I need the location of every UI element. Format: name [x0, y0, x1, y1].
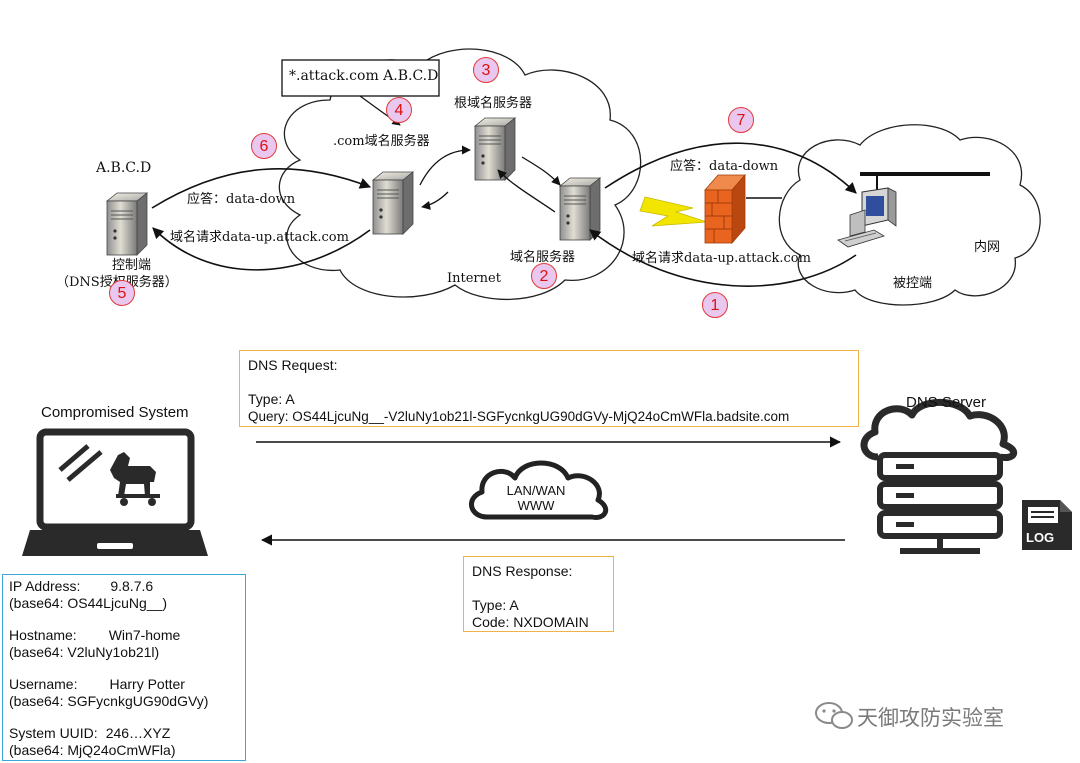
step-2-marker: 2	[531, 263, 557, 289]
dns-response-type: Type: A	[472, 597, 519, 613]
uuid-label: System UUID:	[9, 725, 98, 741]
dns-request-query: Query: OS44LjcuNg__-V2luNy1ob21l-SGFycnk…	[248, 409, 790, 424]
dns-server-icon	[559, 177, 601, 241]
dns-response-title: DNS Response:	[472, 563, 573, 579]
step-6-marker: 6	[251, 133, 277, 159]
step-4-marker: 4	[386, 97, 412, 123]
controller-server-icon	[106, 192, 148, 256]
lan-cloud-icon	[469, 460, 609, 520]
wechat-icon	[815, 702, 853, 729]
left-request-label: 域名请求data-up.attack.com	[170, 230, 349, 245]
watermark-text: 天御攻防实验室	[857, 706, 1004, 730]
system-info-box: IP Address: 9.8.7.6 (base64: OS44LjcuNg__…	[2, 574, 246, 761]
trojan-horse-icon	[110, 452, 160, 506]
firewall-icon	[704, 173, 746, 245]
left-host-label: A.B.C.D	[96, 160, 152, 176]
victim-label: 被控端	[893, 276, 933, 291]
dns-request-title: DNS Request:	[248, 357, 338, 373]
ip-base64: (base64: OS44LjcuNg__)	[9, 594, 167, 611]
internet-label: Internet	[447, 271, 501, 286]
dns-response-code: Code: NXDOMAIN	[472, 614, 589, 630]
ip-value: 9.8.7.6	[110, 578, 154, 594]
username-value: Harry Potter	[109, 676, 185, 692]
www-label: WWW	[517, 498, 555, 513]
hostname-base64: (base64: V2luNy1ob21l)	[9, 643, 160, 660]
root-server-label: 根域名服务器	[454, 96, 533, 111]
compromised-system-title: Compromised System	[41, 404, 189, 421]
username-label: Username:	[9, 676, 78, 692]
right-request-label: 域名请求data-up.attack.com	[632, 251, 811, 266]
dns-server-title: DNS Server	[906, 394, 987, 411]
dns-server-label: 域名服务器	[510, 250, 576, 265]
right-response-label: 应答：data-down	[670, 159, 779, 174]
uuid-value: 246…XYZ	[105, 725, 171, 741]
step-3-marker: 3	[473, 57, 499, 83]
victim-pc-icon	[837, 187, 897, 248]
uuid-base64: (base64: MjQ24oCmWFla)	[9, 741, 176, 758]
com-server-icon	[372, 171, 414, 235]
left-response-label: 应答：data-down	[187, 192, 296, 207]
ip-label: IP Address:	[9, 578, 81, 594]
log-label: LOG	[1026, 530, 1055, 545]
step-1-marker: 1	[702, 292, 728, 318]
dns-request-type: Type: A	[248, 391, 295, 407]
dns-server-stack-icon	[860, 398, 1017, 554]
step-7-marker: 7	[728, 107, 754, 133]
log-file-icon	[1022, 500, 1072, 550]
username-base64: (base64: SGFycnkgUG90dGVy)	[9, 692, 209, 709]
step-5-marker: 5	[109, 280, 135, 306]
root-server-icon	[474, 117, 516, 181]
lightning-icon	[639, 196, 708, 227]
hostname-label: Hostname:	[9, 627, 77, 643]
hostname-value: Win7-home	[108, 627, 181, 643]
record-box-frame	[281, 59, 440, 97]
intranet-cloud	[778, 124, 1041, 306]
controller-label: 控制端	[112, 258, 152, 273]
dns-request-box: DNS Request: Type: A Query: OS44LjcuNg__…	[239, 350, 859, 427]
laptop-icon	[22, 428, 208, 556]
record-box-text: *.attack.com A.B.C.D	[289, 68, 439, 84]
intranet-label: 内网	[974, 240, 1001, 255]
com-server-label: .com域名服务器	[333, 134, 430, 149]
dns-response-box: DNS Response: Type: A Code: NXDOMAIN	[463, 556, 614, 632]
lan-wan-label: LAN/WAN	[506, 483, 566, 498]
